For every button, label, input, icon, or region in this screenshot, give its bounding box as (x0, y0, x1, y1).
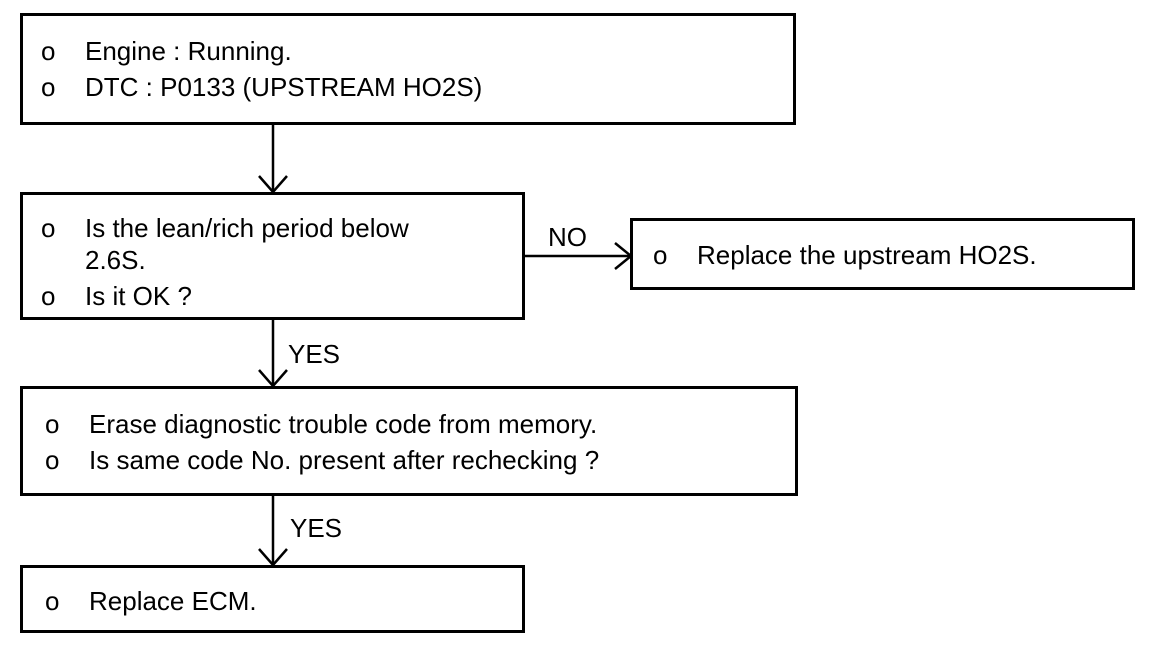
step-replace-ecm-box: o Replace ECM. (20, 565, 525, 633)
question-same-code-present: Is same code No. present after recheckin… (89, 445, 600, 475)
branch-label-no: NO (548, 222, 587, 252)
bullet-marker: o (45, 445, 60, 475)
bullet-marker: o (41, 213, 56, 243)
bullet-marker: o (45, 586, 60, 616)
question-lean-rich-period: Is the lean/rich period below (85, 213, 409, 243)
bullet-marker: o (41, 72, 56, 102)
step-start-box: o Engine : Running. o DTC : P0133 (UPSTR… (20, 13, 796, 125)
question-lean-rich-period-cont: 2.6S. (85, 245, 146, 275)
condition-dtc-code: DTC : P0133 (UPSTREAM HO2S) (85, 72, 483, 102)
bullet-marker: o (41, 281, 56, 311)
step-replace-ho2s-box: o Replace the upstream HO2S. (630, 218, 1135, 290)
branch-label-yes: YES (290, 513, 343, 543)
bullet-marker: o (41, 36, 56, 66)
condition-engine-running: Engine : Running. (85, 36, 292, 66)
bullet-marker: o (653, 240, 668, 270)
action-erase-dtc: Erase diagnostic trouble code from memor… (89, 409, 598, 439)
action-replace-upstream-ho2s: Replace the upstream HO2S. (697, 240, 1037, 270)
step-erase-dtc-box: o Erase diagnostic trouble code from mem… (20, 386, 798, 496)
action-replace-ecm: Replace ECM. (89, 586, 257, 616)
step-check-period-box: o Is the lean/rich period below 2.6S. o … (20, 192, 525, 320)
bullet-marker: o (45, 409, 60, 439)
question-is-it-ok: Is it OK ? (85, 281, 192, 311)
branch-label-yes: YES (288, 339, 341, 369)
